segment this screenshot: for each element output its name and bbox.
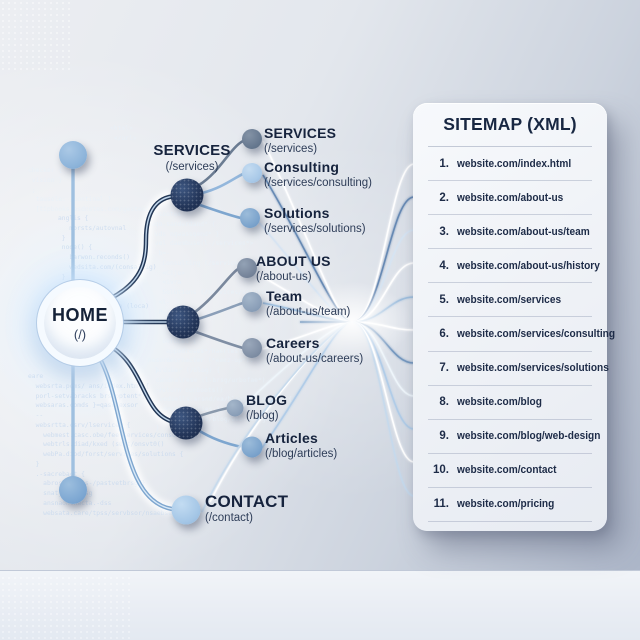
consulting-node — [242, 163, 262, 183]
services-hub-node — [170, 178, 204, 212]
home-label: HOME — [52, 304, 108, 325]
spine-node-bottom — [59, 476, 87, 504]
sitemap-url: website.com/services/consulting — [457, 328, 616, 341]
about-page-node — [237, 258, 257, 278]
sitemap-url: website.com/index.html — [457, 157, 572, 170]
label-about-us: ABOUT US (/about-us) — [256, 253, 331, 283]
sitemap-row: 1.website.com/index.html — [428, 147, 592, 182]
sitemap-url: website.com/about-us/history — [457, 259, 600, 272]
services-hub-label: SERVICES (/services) — [153, 142, 231, 173]
label-careers: Careers (/about-us/careers) — [266, 335, 364, 365]
sitemap-url: website.com/about-us/team — [457, 225, 590, 238]
label-consulting: Consulting (/services/consulting) — [264, 159, 373, 189]
team-node — [242, 292, 262, 312]
sitemap-url: website.com/contact — [457, 464, 557, 477]
sitemap-url: website.com/about-us — [457, 191, 564, 204]
sitemap-url: website.com/services — [457, 293, 562, 306]
sitemap-url: website.com/services/solutions — [457, 362, 609, 375]
sitemap-url: website.com/blog — [457, 396, 542, 409]
label-team: Team (/about-us/team) — [266, 288, 351, 318]
sitemap-panel: SITEMAP (XML) 1.website.com/index.html 2… — [413, 103, 615, 531]
sitemap-row: 7.website.com/services/solutions — [428, 352, 609, 386]
floor — [0, 570, 640, 640]
sitemap-row: 4.website.com/about-us/history — [428, 249, 600, 284]
blog-hub-node — [169, 406, 203, 440]
about-hub-node — [166, 305, 200, 339]
label-blog: BLOG (/blog) — [246, 392, 288, 422]
sitemap-url: website.com/pricing — [457, 498, 555, 511]
home-node: HOME (/) — [37, 280, 123, 366]
contact-node — [171, 495, 201, 525]
label-solutions: Solutions (/services/solutions) — [264, 205, 366, 235]
sitemap-row: 6.website.com/services/consulting — [428, 317, 615, 352]
background-code-fragment: eare websrta.poms/ ans/index.html { porl… — [28, 373, 203, 517]
sitemap-row: 10.website.com/contact — [428, 454, 592, 488]
sitemap-url: website.com/blog/web-design — [457, 430, 601, 443]
sitemap-row: 5.website.com/services — [428, 283, 592, 318]
sitemap-row: 3.website.com/about-us/team — [428, 215, 592, 250]
sitemap-row: 11.website.com/pricing — [428, 488, 592, 523]
sitemap-row: 8.website.com/blog — [428, 386, 592, 420]
solutions-node — [240, 208, 260, 228]
home-path: (/) — [73, 326, 87, 342]
sitemap-url-list: 1.website.com/index.html 2.website.com/a… — [428, 147, 615, 523]
services-page-node — [242, 129, 262, 149]
background-code-fragment: <html> </url> — [110, 125, 137, 142]
sitemap-row: 9.website.com/blog/web-design — [428, 420, 600, 454]
spine-node-top — [59, 141, 87, 169]
sitemap-panel-title: SITEMAP (XML) — [428, 103, 592, 147]
blog-page-node — [226, 399, 244, 417]
careers-node — [242, 338, 262, 358]
label-articles: Articles (/blog/articles) — [265, 430, 338, 460]
halftone-dots-bottom-left — [0, 575, 130, 640]
label-contact: CONTACT (/contact) — [205, 492, 289, 525]
halftone-dots-top-left — [0, 0, 72, 70]
articles-node — [241, 436, 263, 458]
label-services-page: SERVICES (/services) — [264, 125, 337, 155]
sitemap-row: 2.website.com/about-us — [428, 181, 592, 216]
background-code-fragment: checker { vision } ; tausole: /continal … — [28, 167, 154, 213]
convergence-glow — [292, 282, 412, 362]
